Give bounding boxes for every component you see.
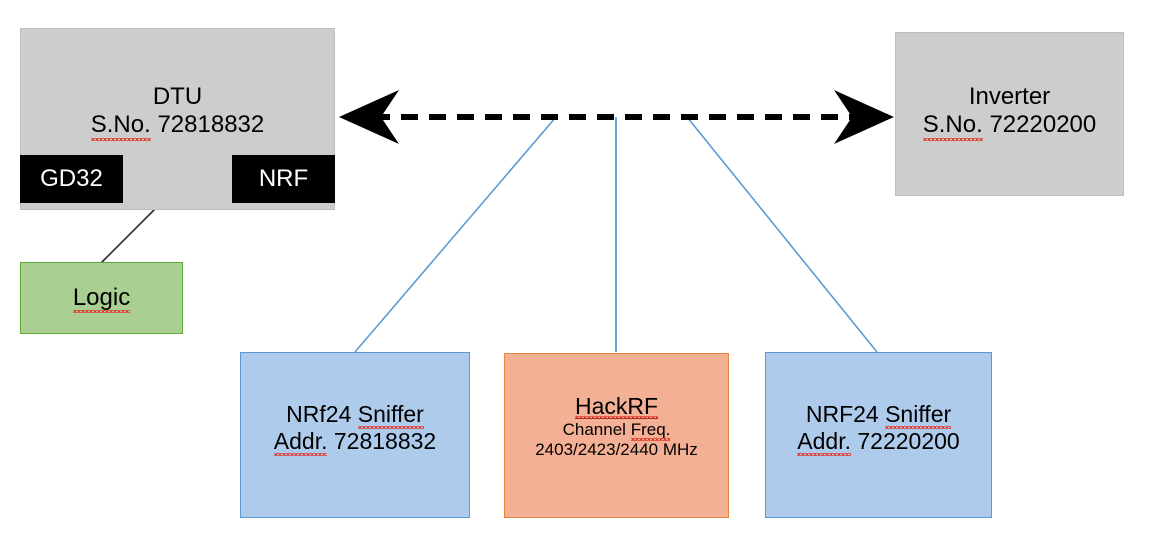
gd32-label: GD32 xyxy=(40,164,103,192)
inverter-title: Inverter xyxy=(968,83,1051,110)
inverter-serial-value: 72220200 xyxy=(989,111,1097,139)
hackrf-frequencies: 2403/2423/2440 MHz xyxy=(535,440,698,460)
line-sniffer-left-tap xyxy=(354,116,557,353)
hackrf-node[interactable]: HackRF Channel Freq. 2403/2423/2440 MHz xyxy=(504,353,729,518)
sniffer-left-node[interactable]: NRf24 Sniffer Addr. 72818832 xyxy=(240,352,470,518)
inverter-serial-prefix: S.No. xyxy=(922,111,983,141)
inverter-node[interactable]: Inverter S.No. 72220200 xyxy=(895,32,1124,196)
nrf-chip[interactable]: NRF xyxy=(232,155,335,203)
sniffer-right-addr-value: 72220200 xyxy=(857,428,960,455)
sniffer-left-role: Sniffer xyxy=(357,401,424,430)
line-sniffer-right-tap xyxy=(686,116,878,353)
logic-label: Logic xyxy=(72,283,131,314)
sniffer-left-addr-prefix: Addr. xyxy=(273,428,328,457)
inverter-serial: S.No. 72220200 xyxy=(922,111,1097,141)
sniffer-left-title: NRf24 Sniffer xyxy=(286,401,424,430)
logic-analyzer-node[interactable]: Logic xyxy=(20,262,183,334)
dtu-serial: S.No. 72818832 xyxy=(90,111,265,141)
hackrf-title-label: HackRF xyxy=(574,393,659,419)
sniffer-right-node[interactable]: NRF24 Sniffer Addr. 72220200 xyxy=(765,352,992,518)
sniffer-right-chip: NRF24 xyxy=(805,401,879,427)
hackrf-subtitle: Channel Freq. xyxy=(562,420,671,442)
nrf-label: NRF xyxy=(258,164,309,192)
gd32-chip[interactable]: GD32 xyxy=(20,155,123,203)
dtu-serial-prefix: S.No. xyxy=(90,111,151,141)
sniffer-right-title: NRF24 Sniffer xyxy=(805,401,952,430)
sniffer-right-addr-prefix: Addr. xyxy=(797,428,851,457)
dtu-serial-value: 72818832 xyxy=(157,111,265,139)
dtu-title: DTU xyxy=(152,83,203,110)
sniffer-right-role: Sniffer xyxy=(885,401,952,430)
hackrf-title: HackRF xyxy=(574,393,659,420)
sniffer-left-chip: NRf24 xyxy=(286,401,352,427)
sniffer-right-addr: Addr. 72220200 xyxy=(797,428,960,457)
sniffer-left-addr-value: 72818832 xyxy=(333,428,437,455)
hackrf-subtitle-word2: Freq. xyxy=(630,420,671,442)
hackrf-subtitle-word1: Channel xyxy=(562,420,626,440)
sniffer-left-addr: Addr. 72818832 xyxy=(273,428,437,457)
